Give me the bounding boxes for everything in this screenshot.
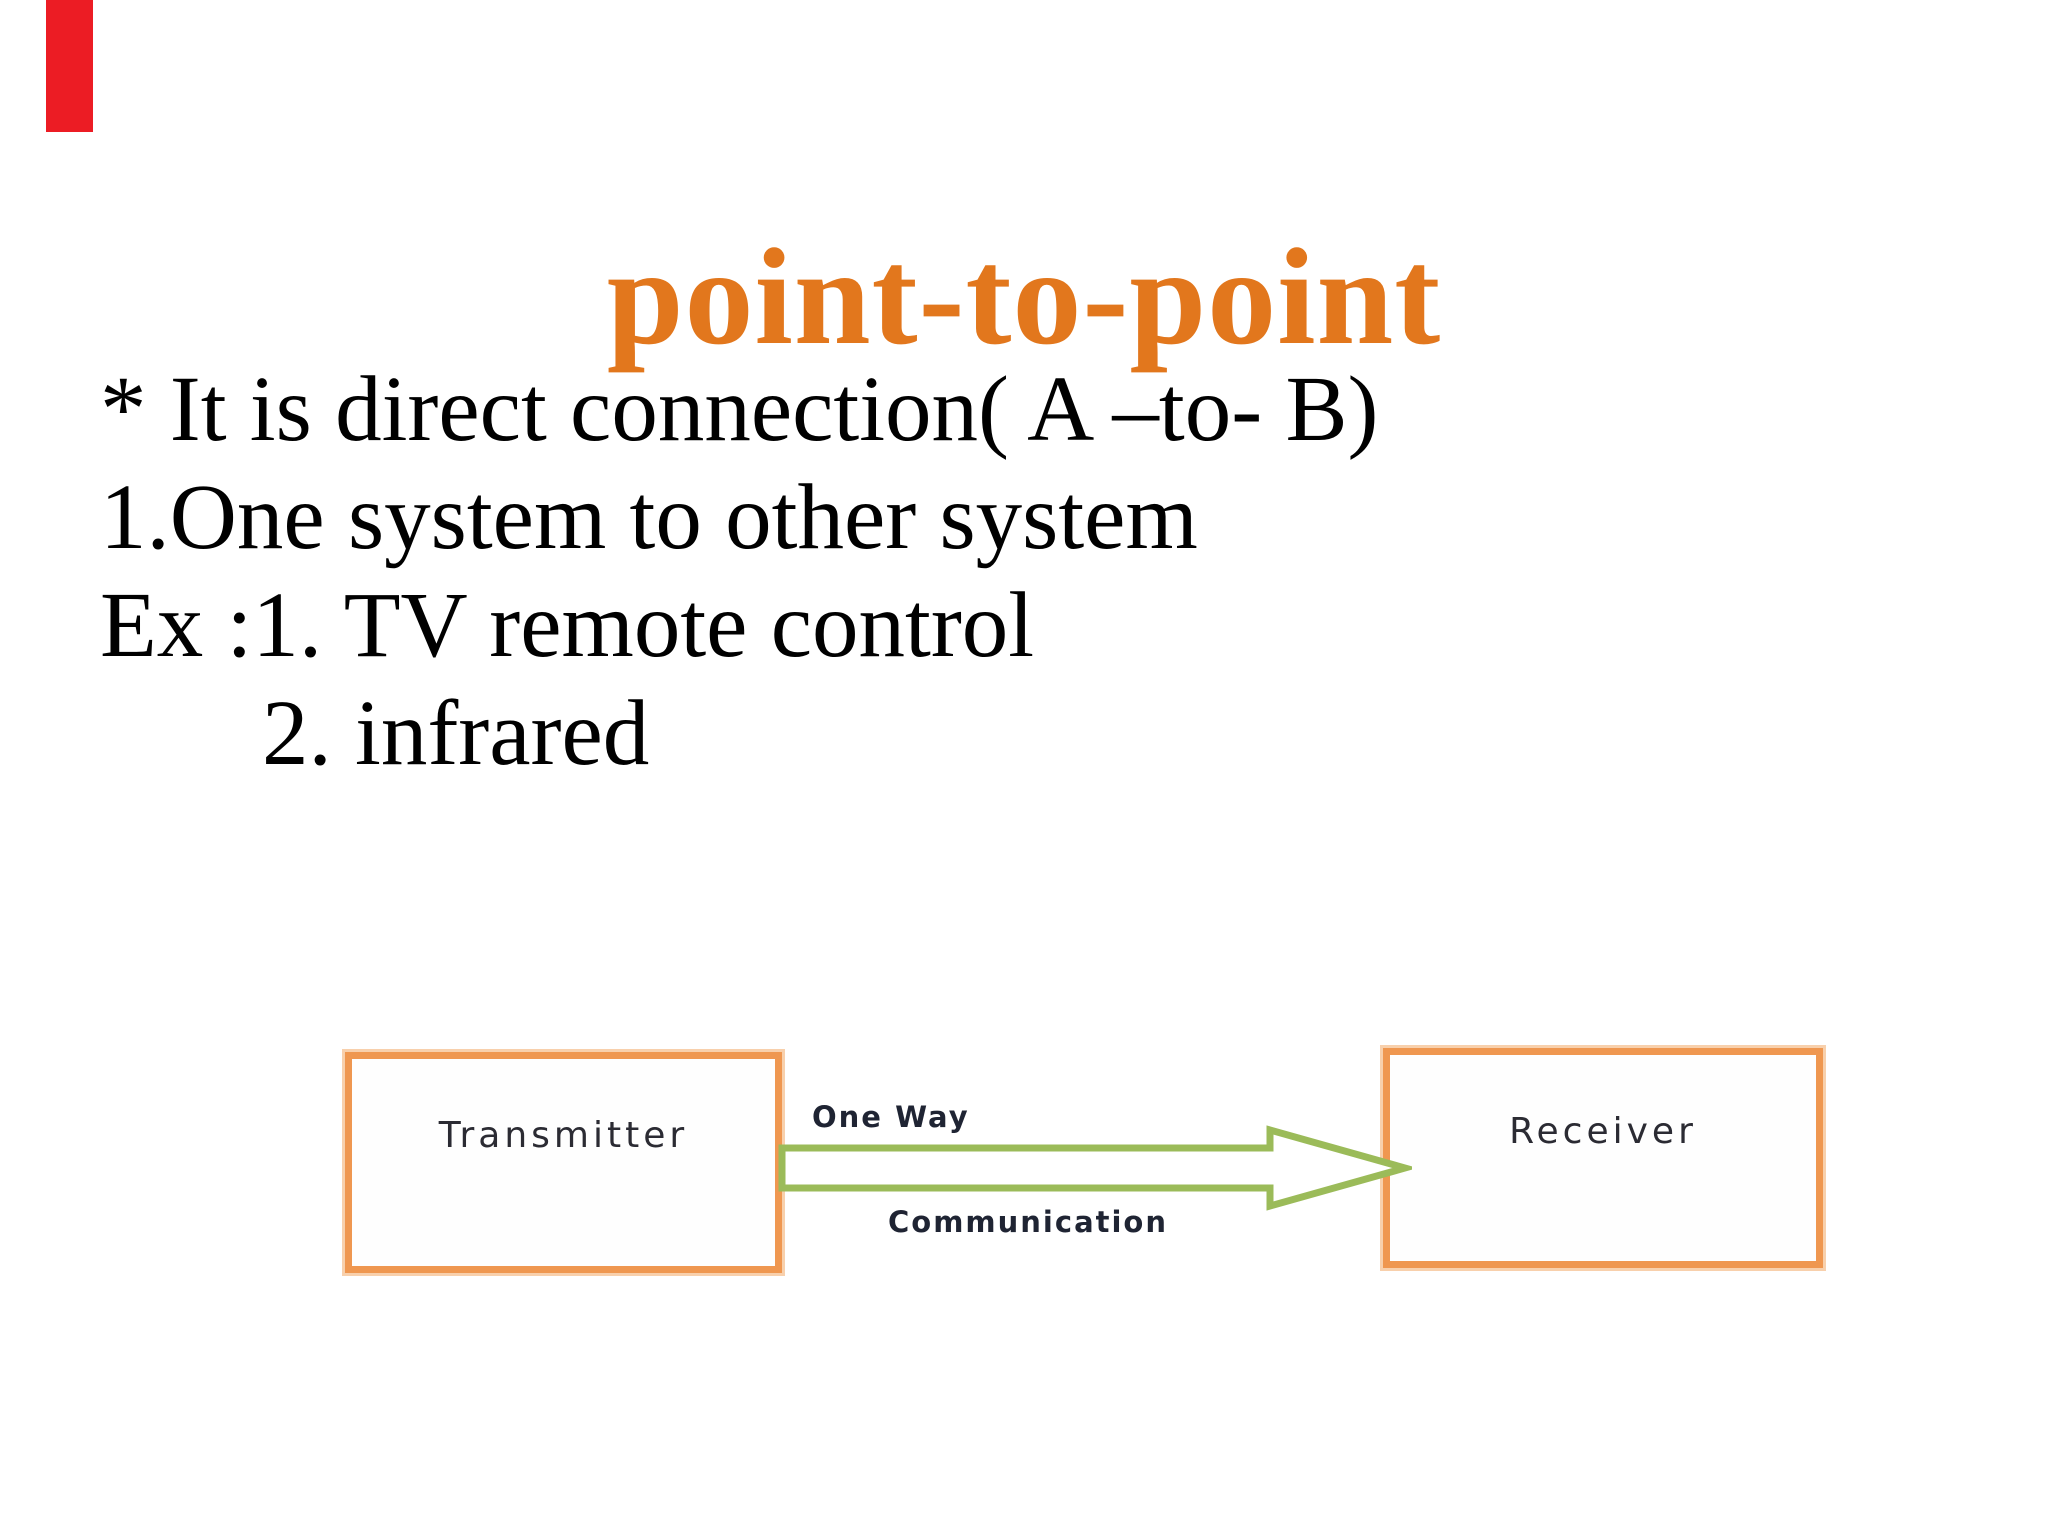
arrow-label-communication: Communication [888, 1205, 1169, 1239]
arrow-label-one-way: One Way [812, 1100, 970, 1134]
transmitter-box: Transmitter [345, 1052, 782, 1273]
body-line-example-infrared: 2. infrared [262, 682, 650, 785]
body-line-direct-connection: * It is direct connection( A –to- B) [100, 358, 1379, 461]
page-title: point-to-point [606, 220, 1442, 374]
right-arrow-icon [778, 1125, 1412, 1211]
body-line-one-system: 1.One system to other system [100, 466, 1198, 569]
body-text: * It is direct connection( A –to- B) 1.O… [100, 356, 1378, 788]
receiver-label: Receiver [1509, 1110, 1697, 1152]
red-marker [46, 0, 93, 132]
receiver-box: Receiver [1383, 1048, 1823, 1268]
transmitter-label: Transmitter [438, 1115, 689, 1156]
body-line-example-tv-remote: Ex :1. TV remote control [100, 574, 1035, 677]
